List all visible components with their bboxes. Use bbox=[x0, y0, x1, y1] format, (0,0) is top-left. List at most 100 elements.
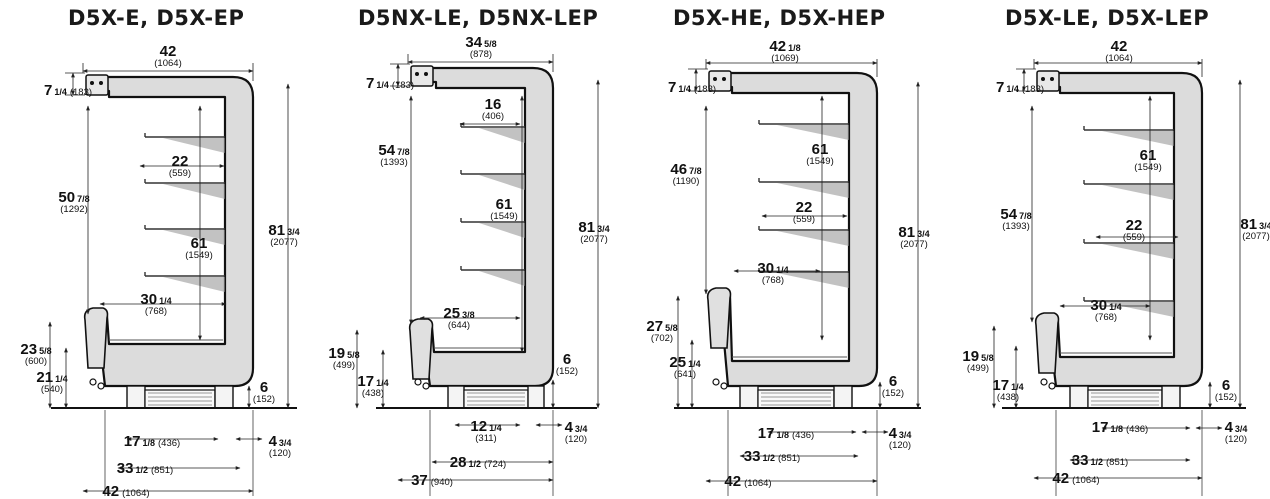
dimension-millimeters: (1069) bbox=[771, 53, 798, 64]
canopy-screw bbox=[722, 77, 726, 81]
dimension-inches: 19 bbox=[962, 348, 979, 365]
dimension-fraction: 3/4 bbox=[279, 438, 292, 448]
dimension-millimeters: (120) bbox=[565, 434, 587, 445]
shelf-bracket bbox=[777, 273, 849, 288]
diagram-title-d5x-e: D5X-E, D5X-EP bbox=[68, 6, 245, 30]
dimension-fraction: 1/2 bbox=[135, 465, 148, 475]
base-leg-rear bbox=[527, 385, 545, 409]
front-bumper bbox=[408, 318, 434, 380]
dimension-label: 42(1064) bbox=[1105, 38, 1132, 64]
dimension-inches: 19 bbox=[328, 345, 345, 362]
dimension-inches: 22 bbox=[172, 153, 189, 170]
dimension-inches: 81 bbox=[268, 222, 285, 239]
dimension-millimeters: (724) bbox=[484, 459, 506, 470]
dimension-inches: 17 bbox=[758, 425, 775, 442]
dimension-label: 16(406) bbox=[482, 96, 504, 122]
dimension-millimeters: (1393) bbox=[380, 157, 407, 168]
dimension-label: 61(1549) bbox=[806, 141, 833, 167]
dimension-inches: 42 bbox=[724, 473, 741, 490]
dimension-millimeters: (1064) bbox=[154, 58, 181, 69]
dimension-inches: 7 bbox=[366, 75, 374, 92]
canopy-screw bbox=[90, 81, 94, 85]
dimension-millimeters: (152) bbox=[1215, 392, 1237, 403]
bumper-screw bbox=[712, 378, 720, 386]
cabinet-body bbox=[710, 71, 879, 388]
shelf-bracket bbox=[163, 230, 225, 245]
dimension-label: 42(1064) bbox=[724, 473, 771, 490]
dimension-millimeters: (120) bbox=[889, 440, 911, 451]
dimension-fraction: 1/4 bbox=[55, 374, 68, 384]
dimension-fraction: 3/4 bbox=[899, 430, 912, 440]
diagram-title-d5x-le: D5X-LE, D5X-LEP bbox=[1005, 6, 1210, 30]
front-bumper bbox=[83, 307, 109, 369]
dimension-inches: 54 bbox=[378, 142, 395, 159]
shelf-bracket bbox=[1102, 185, 1174, 200]
dimension-inches: 22 bbox=[796, 199, 813, 216]
dimension-millimeters: (183) bbox=[70, 87, 92, 98]
dimension-millimeters: (2077) bbox=[270, 237, 297, 248]
dimension-fraction: 1/4 bbox=[1011, 382, 1024, 392]
dimension-fraction: 5/8 bbox=[665, 323, 678, 333]
base-leg-front bbox=[447, 385, 465, 409]
dimension-inches: 22 bbox=[1126, 217, 1143, 234]
dimension-inches: 61 bbox=[1140, 147, 1157, 164]
dimension-inches: 16 bbox=[485, 96, 502, 113]
shelf-bracket bbox=[1102, 244, 1174, 259]
dimension-millimeters: (152) bbox=[556, 366, 578, 377]
dimension-millimeters: (183) bbox=[694, 84, 716, 95]
dimension-millimeters: (120) bbox=[1225, 434, 1247, 445]
base-leg-front bbox=[1069, 385, 1089, 409]
dimension-inches: 42 bbox=[1052, 470, 1069, 487]
dimension-label: 61(1549) bbox=[490, 196, 517, 222]
dimension-inches: 6 bbox=[563, 351, 571, 368]
shelf-bracket bbox=[163, 138, 225, 153]
shelf-bracket bbox=[163, 277, 225, 292]
dimension-millimeters: (406) bbox=[482, 111, 504, 122]
shelf-bracket bbox=[777, 183, 849, 198]
dimension-inches: 33 bbox=[117, 460, 134, 477]
canopy-screw bbox=[1050, 77, 1054, 81]
dimension-millimeters: (499) bbox=[333, 360, 355, 371]
canopy-screw bbox=[99, 81, 103, 85]
dimension-millimeters: (438) bbox=[997, 392, 1019, 403]
dimension-inches: 61 bbox=[191, 235, 208, 252]
dimension-label: 6(152) bbox=[556, 351, 578, 377]
dimension-fraction: 1/4 bbox=[1109, 302, 1122, 312]
dimension-inches: 50 bbox=[58, 189, 75, 206]
dimension-fraction: 3/4 bbox=[1235, 424, 1248, 434]
dimension-inches: 28 bbox=[450, 454, 467, 471]
dimension-inches: 7 bbox=[44, 82, 52, 99]
dimension-millimeters: (1549) bbox=[185, 250, 212, 261]
dimension-millimeters: (1190) bbox=[673, 176, 700, 187]
dimension-millimeters: (559) bbox=[793, 214, 815, 225]
dimension-fraction: 3/4 bbox=[1259, 221, 1270, 231]
dimension-millimeters: (644) bbox=[448, 320, 470, 331]
dimension-fraction: 5/8 bbox=[981, 353, 994, 363]
dimension-inches: 21 bbox=[36, 369, 53, 386]
dimension-millimeters: (2077) bbox=[580, 234, 607, 245]
dimension-inches: 30 bbox=[757, 260, 774, 277]
dimension-inches: 81 bbox=[578, 219, 595, 236]
canopy-screw bbox=[424, 72, 428, 76]
dimension-millimeters: (851) bbox=[778, 453, 800, 464]
diagram-title-d5nx-le: D5NX-LE, D5NX-LEP bbox=[358, 6, 599, 30]
dimension-millimeters: (436) bbox=[792, 430, 814, 441]
dimension-millimeters: (1393) bbox=[1002, 221, 1029, 232]
dimension-fraction: 1/8 bbox=[1110, 424, 1123, 434]
dimension-inches: 4 bbox=[269, 433, 278, 450]
dimension-label: 22(559) bbox=[169, 153, 191, 179]
